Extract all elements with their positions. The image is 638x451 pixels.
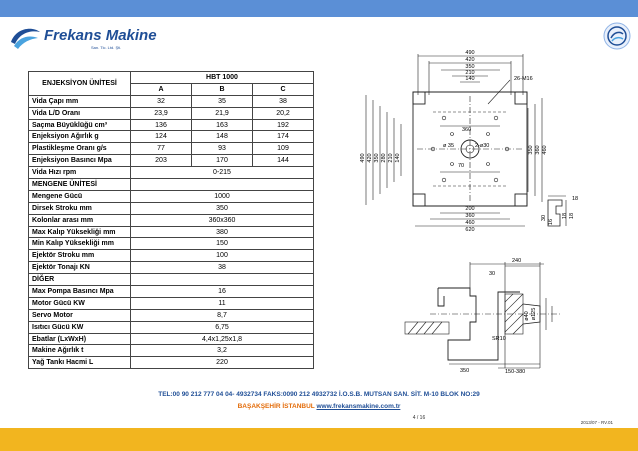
cell-value: 8,7 (130, 308, 314, 322)
spec-table: ENJEKSİYON ÜNİTESİ HBT 1000 A B C Vida Ç… (28, 71, 314, 370)
col-header-c: C (252, 82, 314, 96)
dim-label: 240 (512, 258, 521, 264)
nozzle-drawing (404, 262, 560, 369)
cell-value: 100 (130, 249, 314, 263)
dim-label: 18 (562, 213, 568, 219)
dim-label: 200 (465, 206, 474, 212)
dim-label: 420 (367, 153, 373, 162)
table-row: DİĞER (28, 273, 314, 287)
footer-contact: TEL:00 90 212 777 04 04- 4932734 FAKS:00… (158, 391, 480, 398)
row-label: Ejektör Tonajı KN (28, 261, 131, 275)
dim-label: 210 (465, 70, 474, 76)
dim-label: 360 (462, 127, 471, 133)
dim-label: 360 (465, 213, 474, 219)
dim-label: 350 (374, 153, 380, 162)
model-name: HBT 1000 (130, 71, 314, 84)
dim-label: 30 (541, 215, 547, 221)
brand-name: Frekans Makine (44, 27, 157, 44)
dim-label: ø125 (531, 308, 537, 321)
dim-label: 140 (395, 153, 401, 162)
cell-value: 6,75 (130, 320, 314, 334)
cell-value: 32 (130, 94, 192, 108)
cell-value: 16 (130, 285, 314, 298)
dim-label: SR10 (492, 336, 506, 342)
document-code: 2013/07 - RV.01 (580, 420, 613, 425)
injection-section-title: ENJEKSİYON ÜNİTESİ (28, 71, 131, 96)
slot-label: 2-ø30 (475, 143, 489, 149)
cell-value: 3,2 (130, 344, 314, 358)
dim-label: 490 (465, 50, 474, 56)
top-bar (0, 0, 638, 17)
company-logo: Frekans Makine San. Tic. Ltd. Şti. (8, 24, 157, 52)
platen-dimension-labels: 490 420 350 210 140 26-M16 490 420 350 2… (360, 50, 578, 233)
website-link[interactable]: www.frekansmakine.com.tr (316, 403, 401, 410)
row-label: Servo Motor (28, 308, 131, 322)
row-label: Vida Çapı mm (28, 94, 131, 108)
dim-label: 150-380 (505, 369, 525, 375)
dim-label: 460 (542, 145, 548, 154)
row-label: Makine Ağırlık t (28, 344, 131, 358)
dim-label: 210 (388, 153, 394, 162)
cell-value: 38 (252, 94, 314, 108)
cell-value: 35 (191, 94, 253, 108)
dim-label: 280 (381, 153, 387, 162)
footer-city: BAŞAKŞEHİR İSTANBUL (237, 403, 317, 410)
dim-label: 18 (572, 196, 578, 202)
dim-label: 140 (465, 76, 474, 82)
badge-icon (603, 22, 631, 50)
page-number: 4 / 16 (412, 415, 426, 421)
cell-value: 23,9 (130, 106, 192, 120)
dim-label: 18 (569, 213, 575, 219)
table-row: ENJEKSİYON ÜNİTESİ HBT 1000 (28, 71, 314, 96)
dim-label: 350 (528, 145, 534, 154)
footer-address: BAŞAKŞEHİR İSTANBUL www.frekansmakine.co… (0, 403, 638, 410)
dim-label: 70 (458, 163, 464, 169)
dim-label: 490 (360, 153, 366, 162)
dim-label: 350 (460, 368, 469, 374)
dim-label: 420 (465, 57, 474, 63)
dim-label: 620 (465, 227, 474, 233)
dim-label: 460 (465, 220, 474, 226)
cell-value: 11 (130, 296, 314, 310)
dim-label: ø40 (524, 311, 530, 320)
dim-label: 16 (548, 219, 554, 225)
nozzle-dimension-labels: 240 30 ø125 ø40 SR10 350 150-380 (460, 258, 537, 375)
bottom-bar (0, 428, 638, 451)
dim-label: 350 (465, 64, 474, 70)
logo-swoosh-icon (11, 28, 40, 49)
cell-value: 20,2 (252, 106, 314, 120)
cell-value: 38 (130, 261, 314, 275)
thread-label: 26-M16 (514, 76, 533, 82)
table-row: MENGENE ÜNİTESİ (28, 178, 314, 191)
dim-label: 30 (489, 271, 495, 277)
platen-drawing (365, 54, 567, 227)
brand-subtitle: San. Tic. Ltd. Şti. (91, 45, 122, 50)
cell-value: 220 (130, 356, 314, 370)
dim-label: 360 (535, 145, 541, 154)
table-row: A B C (29, 82, 314, 96)
cell-value: 4,4x1,25x1,8 (130, 332, 314, 346)
table-row: Ebatlar (LxWxH)4,4x1,25x1,8 (28, 332, 314, 346)
empty-cell (130, 273, 314, 287)
hole-label: ø 35 (443, 143, 454, 149)
